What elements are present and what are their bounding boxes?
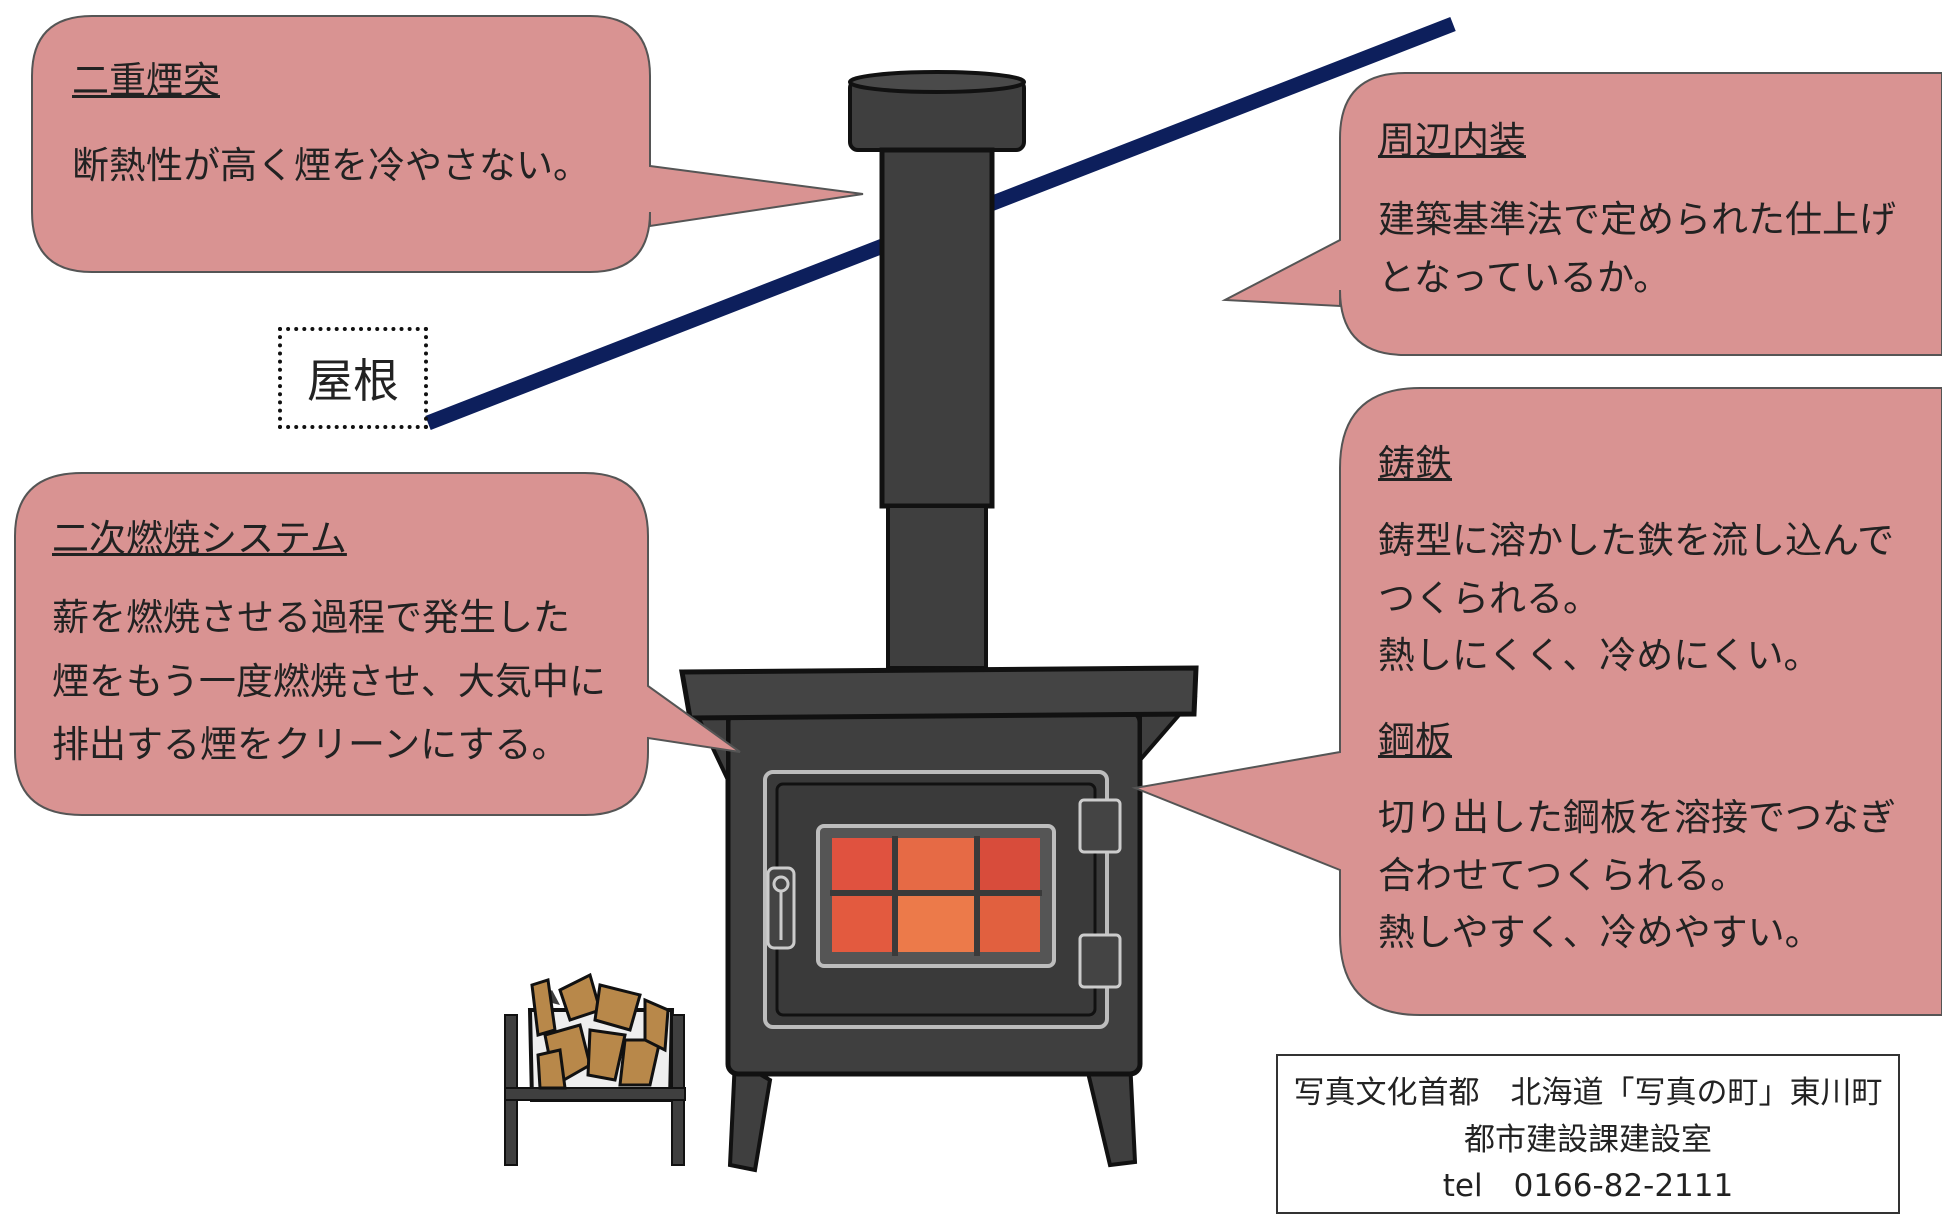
callout-line: 薪を燃焼させる過程で発生した [52, 596, 570, 640]
callout-interior: 周辺内装 建築基準法で定められた仕上げ となっているか。 [1378, 112, 1896, 306]
callout-line: 煙をもう一度燃焼させ、大気中に [52, 659, 606, 703]
callout-line: 切り出した鋼板を溶接でつなぎ [1378, 796, 1896, 840]
credit-line-department: 都市建設課建設室 [1464, 1121, 1712, 1158]
callout-line: 熱しやすく、冷めやすい。 [1378, 911, 1822, 955]
firewood-rack [504, 972, 686, 1166]
roof-label: 屋根 [278, 327, 428, 429]
callout-line: 熱しにくく、冷めにくい。 [1378, 634, 1821, 678]
callout-line: 建築基準法で定められた仕上げ [1378, 198, 1896, 242]
bubble-interior [1221, 72, 1942, 356]
callout-line: 合わせてつくられる。 [1378, 853, 1748, 897]
callout-line: つくられる。 [1378, 576, 1600, 620]
bubble-secondary [14, 472, 741, 816]
callout-line: 鋳型に溶かした鉄を流し込んで [1378, 519, 1895, 563]
callout-heading: 周辺内装 [1378, 119, 1526, 162]
callout-bubbles [14, 15, 1942, 1016]
credit-line-phone: tel 0166-82-2111 [1442, 1168, 1734, 1204]
fire-window [830, 836, 1042, 956]
callout-line: となっているか。 [1378, 255, 1671, 299]
callout-cast-iron: 鋳鉄 鋳型に溶かした鉄を流し込んで つくられる。 熱しにくく、冷めにくい。 [1378, 435, 1894, 684]
bubble-chimney [31, 15, 864, 273]
callout-heading: 二次燃焼システム [52, 517, 347, 560]
callout-heading: 鋳鉄 [1378, 442, 1452, 485]
callout-heading: 鋼板 [1378, 719, 1452, 762]
bubble-metal [1131, 387, 1942, 1016]
callout-heading: 二重煙突 [72, 59, 220, 102]
callout-body: 断熱性が高く煙を冷やさない。 [72, 144, 590, 188]
chimney-pipe [848, 70, 1026, 670]
callout-chimney: 二重煙突 断熱性が高く煙を冷やさない。 [72, 52, 590, 195]
callout-steel-plate: 鋼板 切り出した鋼板を溶接でつなぎ 合わせてつくられる。 熱しやすく、冷めやすい… [1378, 712, 1896, 961]
credit-box: 写真文化首都 北海道「写真の町」東川町 都市建設課建設室 tel 0166-82… [1276, 1054, 1900, 1214]
credit-line-office: 写真文化首都 北海道「写真の町」東川町 [1293, 1075, 1883, 1111]
wood-stove [679, 665, 1199, 1173]
callout-secondary-combustion: 二次燃焼システム 薪を燃焼させる過程で発生した 煙をもう一度燃焼させ、大気中に … [52, 510, 606, 773]
callout-line: 排出する煙をクリーンにする。 [52, 723, 569, 767]
